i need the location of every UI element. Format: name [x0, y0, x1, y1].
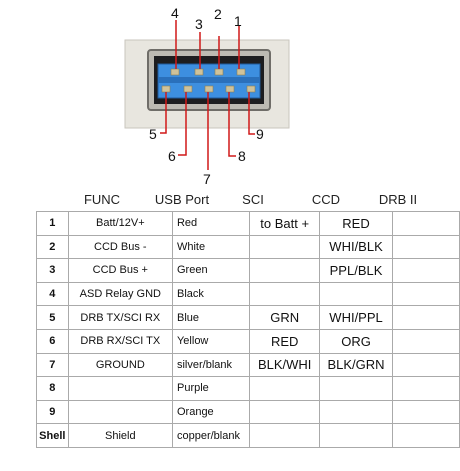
pin-label-6: 6 [168, 148, 176, 164]
pin-number: 8 [36, 376, 69, 401]
header-ccd: CCD [311, 192, 341, 207]
drb-cell [391, 399, 460, 425]
port-tongue-slot [158, 77, 260, 83]
pin-label-9: 9 [256, 126, 264, 142]
pin-number: 3 [36, 258, 69, 283]
pin-label-4: 4 [171, 5, 179, 21]
sci-cell [249, 234, 321, 260]
func-cell [67, 399, 173, 425]
func-cell: ASD Relay GND [67, 281, 173, 307]
usb-color-cell: copper/blank [171, 423, 251, 448]
sci-cell [249, 258, 321, 283]
leader-lines [160, 20, 255, 170]
usb-color-cell: Blue [171, 305, 251, 330]
sci-cell [249, 423, 321, 448]
table-row: 4 ASD Relay GND Black [36, 281, 460, 307]
func-cell: Shield [67, 423, 173, 448]
sci-cell [249, 281, 321, 307]
drb-cell [391, 328, 460, 354]
table-row: 5 DRB TX/SCI RX Blue GRN WHI/PPL [36, 305, 460, 330]
ccd-cell: PPL/BLK [319, 258, 393, 283]
ccd-cell: RED [319, 211, 393, 236]
ccd-cell [319, 423, 393, 448]
func-cell: CCD Bus - [67, 234, 173, 260]
drb-cell [391, 258, 460, 283]
table-row: 9 Orange [36, 399, 460, 425]
usb-color-cell: Yellow [171, 328, 251, 354]
ccd-cell: ORG [319, 328, 393, 354]
ccd-cell [319, 399, 393, 425]
table-row: 6 DRB RX/SCI TX Yellow RED ORG [36, 328, 460, 354]
sci-cell: BLK/WHI [249, 352, 321, 378]
table-row: 1 Batt/12V+ Red to Batt + RED [36, 211, 460, 236]
table-row: 8 Purple [36, 376, 460, 401]
table-row: 7 GROUND silver/blank BLK/WHI BLK/GRN [36, 352, 460, 378]
ccd-cell: WHI/PPL [319, 305, 393, 330]
header-func: FUNC [83, 192, 121, 207]
pin-label-5: 5 [149, 126, 157, 142]
drb-cell [391, 234, 460, 260]
func-cell [67, 376, 173, 401]
func-cell: DRB TX/SCI RX [67, 305, 173, 330]
sci-cell: RED [249, 328, 321, 354]
header-usb-port: USB Port [154, 192, 210, 207]
usb-port-diagram: 4 3 2 1 5 6 7 8 9 [124, 5, 290, 187]
pin-number: 5 [36, 305, 69, 330]
table-row: Shell Shield copper/blank [36, 423, 460, 448]
usb-color-cell: White [171, 234, 251, 260]
usb-color-cell: Purple [171, 376, 251, 401]
pin-number: Shell [36, 423, 69, 448]
usb-color-cell: Red [171, 211, 251, 236]
sci-cell: GRN [249, 305, 321, 330]
ccd-cell: BLK/GRN [319, 352, 393, 378]
usb-color-cell: silver/blank [171, 352, 251, 378]
func-cell: Batt/12V+ [67, 211, 173, 236]
usb-color-cell: Black [171, 281, 251, 307]
drb-cell [391, 423, 460, 448]
func-cell: DRB RX/SCI TX [67, 328, 173, 354]
header-sci: SCI [242, 192, 264, 207]
sci-cell: to Batt + [249, 211, 321, 236]
sci-cell [249, 399, 321, 425]
pin-label-1: 1 [234, 13, 242, 29]
drb-cell [391, 211, 460, 236]
usb-color-cell: Green [171, 258, 251, 283]
table-row: 2 CCD Bus - White WHI/BLK [36, 234, 460, 260]
drb-cell [391, 352, 460, 378]
pin-label-8: 8 [238, 148, 246, 164]
pin-number: 9 [36, 399, 69, 425]
pin-number: 4 [36, 281, 69, 307]
drb-cell [391, 376, 460, 401]
pin-number: 7 [36, 352, 69, 378]
ccd-cell: WHI/BLK [319, 234, 393, 260]
pin-number: 6 [36, 328, 69, 354]
pin-number: 1 [36, 211, 69, 236]
ccd-cell [319, 376, 393, 401]
drb-cell [391, 305, 460, 330]
pin-number: 2 [36, 234, 69, 260]
drb-cell [391, 281, 460, 307]
func-cell: CCD Bus + [67, 258, 173, 283]
pinout-table: 1 Batt/12V+ Red to Batt + RED 2 CCD Bus … [36, 211, 460, 448]
sci-cell [249, 376, 321, 401]
table-row: 3 CCD Bus + Green PPL/BLK [36, 258, 460, 283]
usb-color-cell: Orange [171, 399, 251, 425]
pin-label-7: 7 [203, 171, 211, 187]
header-drb-ii: DRB II [378, 192, 418, 207]
pin-label-2: 2 [214, 6, 222, 22]
pin-label-3: 3 [195, 16, 203, 32]
func-cell: GROUND [67, 352, 173, 378]
ccd-cell [319, 281, 393, 307]
